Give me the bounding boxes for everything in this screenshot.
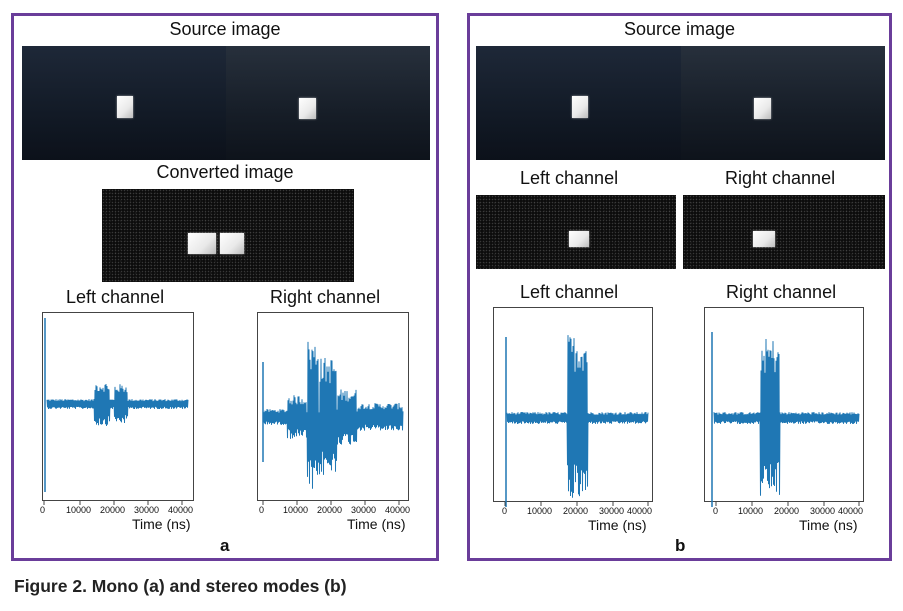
- waveform-signal: [505, 335, 649, 507]
- cube-object: [569, 231, 589, 247]
- panel-b-right-channel-image: [683, 195, 885, 269]
- x-tick-label: 40000: [838, 506, 864, 516]
- x-tick-label: 0: [259, 505, 265, 515]
- panel-a-right-title: Right channel: [270, 287, 381, 307]
- x-tick-label: 10000: [66, 505, 92, 515]
- x-axis-label: Time (ns): [132, 516, 191, 532]
- cube-object: [299, 98, 316, 119]
- x-tick-label: 0: [40, 505, 46, 515]
- cube-object: [754, 98, 771, 119]
- waveform-axes: [493, 307, 653, 507]
- panel-a-tag: a: [220, 536, 230, 555]
- x-tick-label: 20000: [317, 505, 343, 515]
- x-tick-label: 10000: [738, 506, 764, 516]
- x-tick-label: 30000: [810, 506, 836, 516]
- waveform-axes: [42, 312, 194, 505]
- x-tick-label: 20000: [563, 506, 589, 516]
- waveform-signal: [44, 318, 189, 492]
- x-tick-label: 20000: [774, 506, 800, 516]
- x-tick-label: 40000: [385, 505, 411, 515]
- panel-b-left-image-title: Left channel: [520, 168, 619, 188]
- x-tick-label: 10000: [283, 505, 309, 515]
- panel-a-right-waveform: 0 10000 20000 30000 40000 Time (ns): [257, 312, 410, 532]
- cube-object: [753, 231, 775, 247]
- figure-caption: Figure 2. Mono (a) and stereo modes (b): [14, 576, 347, 596]
- panel-a-converted-title: Converted image: [156, 162, 294, 182]
- x-tick-label: 20000: [100, 505, 126, 515]
- panel-b-frame: Source image Left channel Right channel …: [467, 13, 892, 561]
- panel-a-source-image: [22, 46, 430, 160]
- panel-b-left-channel-image: [476, 195, 676, 269]
- panel-b-right-image-title: Right channel: [725, 168, 836, 188]
- waveform-axes: [704, 307, 864, 507]
- panel-a-converted-image: [102, 189, 354, 282]
- panel-b-source-title: Source image: [623, 19, 736, 39]
- panel-b-right-waveform: 0 10000 20000 30000 40000 Time (ns): [704, 307, 864, 533]
- x-axis-label: Time (ns): [347, 516, 406, 532]
- cube-object: [117, 96, 133, 118]
- cube-object: [220, 233, 244, 254]
- panel-b-right-title: Right channel: [726, 282, 837, 302]
- panel-a-source-title: Source image: [169, 19, 281, 39]
- x-axis-label: Time (ns): [799, 517, 858, 533]
- x-tick-label: 0: [502, 506, 508, 516]
- waveform-signal: [711, 332, 860, 507]
- x-tick-label: 30000: [599, 506, 625, 516]
- waveform-axes: [257, 312, 409, 505]
- panel-b-source-image: [476, 46, 885, 160]
- panel-a-frame: Source image Converted image Left channe…: [11, 13, 439, 561]
- panel-b-left-title: Left channel: [520, 282, 619, 302]
- panel-b-tag: b: [675, 536, 686, 555]
- panel-a-left-title: Left channel: [66, 287, 165, 307]
- x-tick-label: 40000: [168, 505, 194, 515]
- x-tick-label: 30000: [351, 505, 377, 515]
- x-tick-label: 0: [713, 506, 719, 516]
- panel-a-left-waveform: 0 10000 20000 30000 40000 Time (ns): [40, 312, 194, 532]
- panel-b-left-waveform: 0 10000 20000 30000 40000 Time (ns): [493, 307, 653, 533]
- waveform-signal: [262, 341, 404, 489]
- x-tick-label: 40000: [627, 506, 653, 516]
- x-tick-label: 30000: [134, 505, 160, 515]
- x-axis-label: Time (ns): [588, 517, 647, 533]
- cube-object: [572, 96, 588, 118]
- cube-object: [188, 233, 216, 254]
- x-tick-label: 10000: [527, 506, 553, 516]
